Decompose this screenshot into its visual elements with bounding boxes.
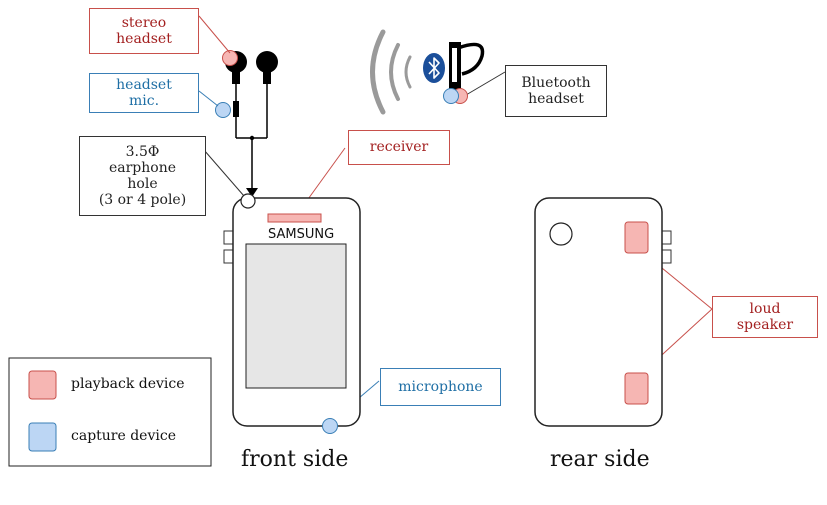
legend-capture-swatch [28, 422, 57, 452]
legend-playback-label: playback device [71, 376, 185, 392]
microphone-label: microphone [380, 368, 501, 406]
loud-speaker-label: loud speaker [712, 296, 818, 338]
earphone-hole-label: 3.5Φ earphone hole (3 or 4 pole) [79, 136, 206, 216]
front-side-caption: front side [241, 447, 349, 472]
legend [8, 357, 212, 467]
bluetooth-headset-icon [449, 42, 485, 92]
headset-mic-capture-dot [215, 102, 231, 118]
rear-side-caption: rear side [550, 447, 650, 472]
loud-speaker-bottom [624, 372, 649, 405]
headset-mic-label: headset mic. [89, 73, 199, 113]
legend-capture-label: capture device [71, 428, 176, 444]
bluetooth-capture-dot [443, 88, 459, 104]
microphone-capture-dot [322, 418, 338, 434]
stereo-headset-playback-dot [222, 50, 238, 66]
bluetooth-headset-label: Bluetooth headset [505, 65, 607, 117]
stereo-earphones [225, 51, 278, 197]
rear-phone [534, 197, 672, 427]
stereo-headset-label: stereo headset [89, 8, 199, 54]
receiver-label: receiver [348, 130, 450, 165]
front-phone [223, 197, 361, 427]
legend-playback-swatch [28, 370, 57, 400]
loud-speaker-top [624, 221, 649, 254]
brand-logo-text: SAMSUNG [268, 227, 335, 242]
bluetooth-waves-icon [370, 29, 412, 115]
receiver-playback-bar [267, 213, 322, 223]
rear-camera [549, 222, 573, 246]
bluetooth-logo-icon [423, 53, 445, 83]
earphone-hole [240, 193, 256, 209]
